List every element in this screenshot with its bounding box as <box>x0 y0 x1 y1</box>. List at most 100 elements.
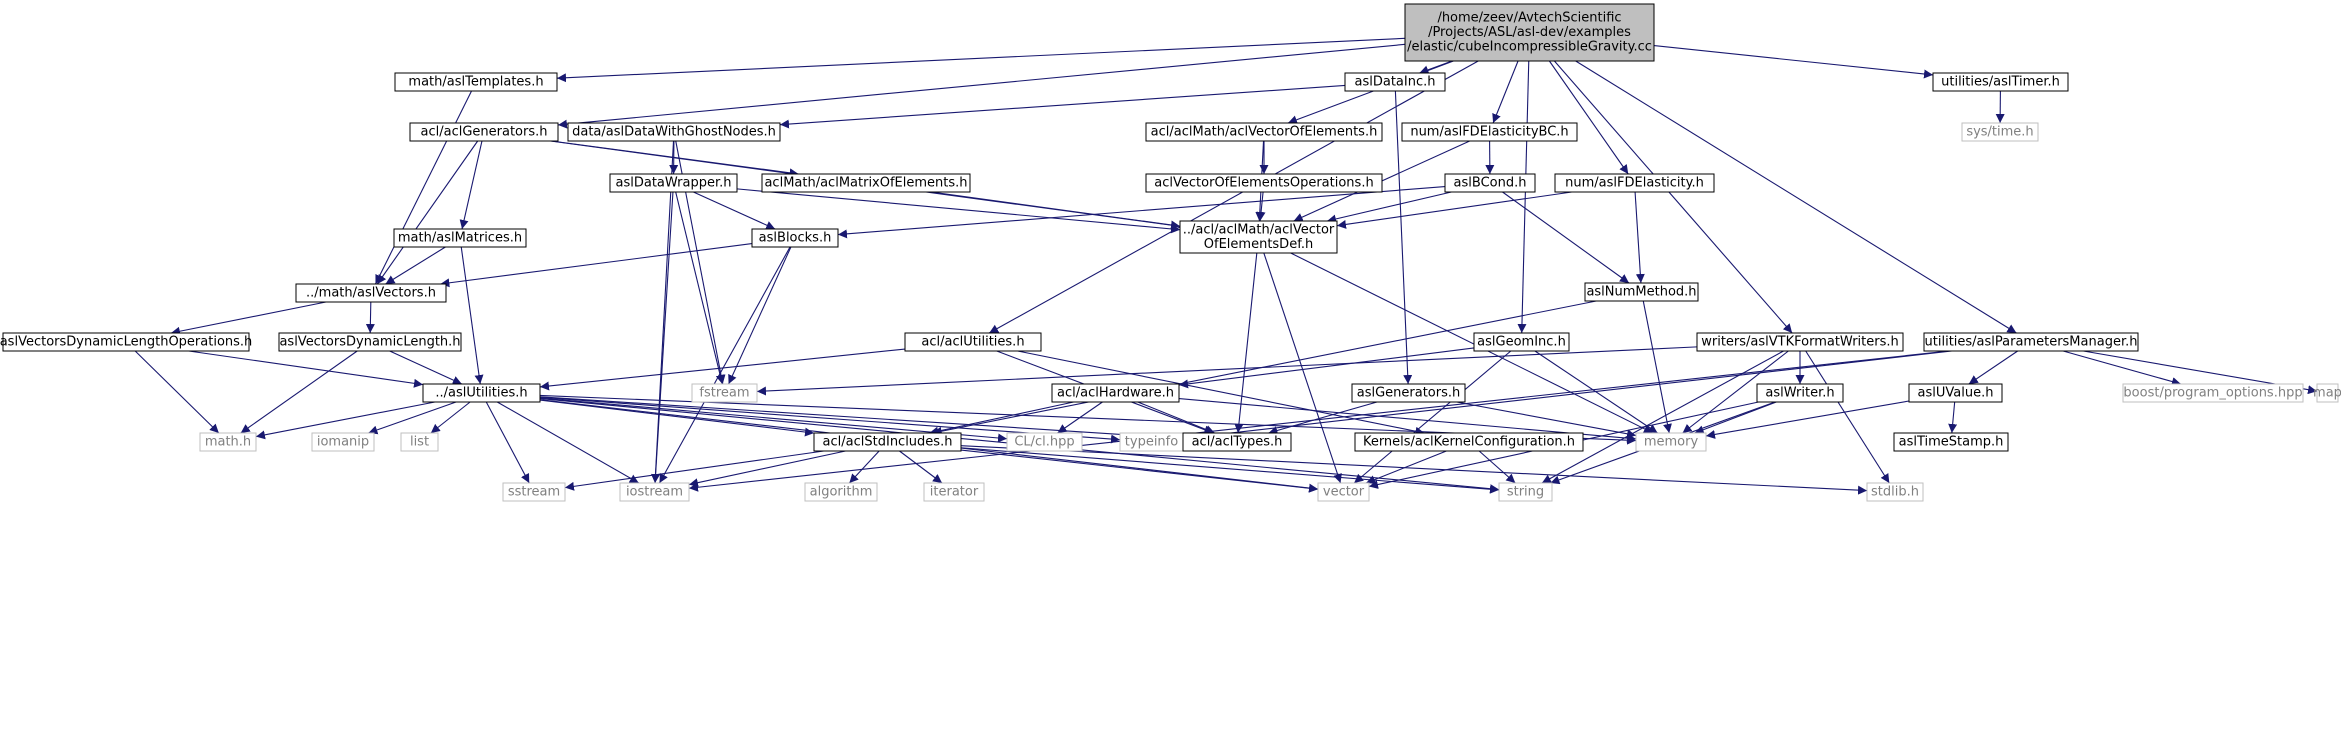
node-label: aslDataWrapper.h <box>616 176 732 191</box>
node-box <box>751 228 839 248</box>
node-box <box>1182 432 1292 452</box>
node-box <box>393 228 527 248</box>
node-aslfdelasticity[interactable]: num/aslFDElasticity.h <box>1554 173 1715 193</box>
edge-aclutilities-to-aclkernelconfig <box>1017 350 1425 436</box>
node-aslparamsmanager[interactable]: utilities/aslParametersManager.h <box>1923 332 2139 352</box>
node-aslvtkwriters[interactable]: writers/aslVTKFormatWriters.h <box>1696 332 1904 352</box>
node-aslfdelasticitybc[interactable]: num/aslFDElasticityBC.h <box>1401 122 1578 142</box>
node-aclvectorofelements[interactable]: acl/aclMath/aclVectorOfElements.h <box>1145 122 1383 142</box>
edge-aslutilities-to-acltypes <box>539 396 1184 443</box>
node-label: acl/aclUtilities.h <box>921 335 1024 350</box>
node-aclhardware[interactable]: acl/aclHardware.h <box>1051 383 1180 403</box>
node-asltimestamp[interactable]: aslTimeStamp.h <box>1893 432 2009 452</box>
node-fstream: fstream <box>691 383 758 403</box>
node-label: utilities/aslParametersManager.h <box>1925 335 2138 350</box>
node-box <box>1145 173 1383 193</box>
edge-root-to-aclutilities <box>988 60 1479 334</box>
edge-aclhardware-to-acltypes <box>1137 401 1215 434</box>
node-aclvectorofelementsops[interactable]: aclVectorOfElementsOperations.h <box>1145 173 1383 193</box>
node-box <box>1696 332 1904 352</box>
node-aslbcond[interactable]: aslBCond.h <box>1444 173 1536 193</box>
node-asltemplates[interactable]: math/aslTemplates.h <box>394 72 558 92</box>
node-label: /elastic/cubeIncompressibleGravity.cc <box>1407 40 1652 55</box>
edge-aslmatrices-to-aslutilities <box>460 246 484 385</box>
edge-aslwriter-to-memory <box>1694 401 1777 435</box>
node-box <box>1404 3 1655 62</box>
node-label: aclMath/aclMatrixOfElements.h <box>764 176 967 191</box>
edge-aclhardware-to-memory <box>1178 398 1637 443</box>
node-aslvectors[interactable]: ../math/aslVectors.h <box>295 283 447 303</box>
node-label: stdlib.h <box>1871 485 1919 500</box>
node-label: iterator <box>930 485 979 500</box>
node-label: CL/cl.hpp <box>1014 435 1074 450</box>
edge-aclgenerators-to-aslvectors <box>376 140 479 285</box>
node-mathh: math.h <box>199 432 257 452</box>
node-label: iostream <box>626 485 683 500</box>
node-aslvdl[interactable]: aslVectorsDynamicLength.h <box>278 332 462 352</box>
node-box <box>394 72 558 92</box>
node-aslmatrices[interactable]: math/aslMatrices.h <box>393 228 527 248</box>
edge-aslparamsmanager-to-asluvalue <box>1968 350 2018 385</box>
node-label: writers/aslVTKFormatWriters.h <box>1701 335 1899 350</box>
node-label: num/aslFDElasticityBC.h <box>1410 125 1568 140</box>
edge-aslvdlops-to-aslutilities <box>188 350 424 388</box>
edge-aslgeominc-to-aclhardware <box>1178 347 1475 389</box>
edge-aslutilities-to-sstream <box>485 401 530 484</box>
edge-root-to-aclvectorofelements <box>1287 60 1454 125</box>
node-box <box>278 332 462 352</box>
node-box <box>1145 122 1383 142</box>
node-aslwriter[interactable]: aslWriter.h <box>1756 383 1844 403</box>
edge-aslparamsmanager-to-typeinfo <box>1182 350 1952 442</box>
node-box <box>813 432 962 452</box>
node-acltypes[interactable]: acl/aclTypes.h <box>1182 432 1292 452</box>
edge-aslbcond-to-aslblocks <box>837 186 1446 239</box>
edge-aclhardware-to-clhpp <box>1057 401 1103 434</box>
edge-aclvectordef-to-acltypes <box>1234 252 1258 434</box>
node-string: string <box>1498 482 1553 502</box>
node-asluvalue[interactable]: aslUValue.h <box>1908 383 2003 403</box>
node-label: aslVectorsDynamicLength.h <box>279 335 460 350</box>
node-box <box>1554 173 1715 193</box>
node-label: list <box>410 435 429 450</box>
node-label: memory <box>1644 435 1699 450</box>
node-box <box>1317 482 1370 502</box>
node-aslutilities[interactable]: ../aslUtilities.h <box>422 383 541 403</box>
node-aslvdlops[interactable]: aslVectorsDynamicLengthOperations.h <box>0 332 252 352</box>
node-label: acl/aclMath/aclVectorOfElements.h <box>1151 125 1378 140</box>
node-label: typeinfo <box>1125 435 1178 450</box>
node-label: ../math/aslVectors.h <box>306 286 436 301</box>
node-typeinfo: typeinfo <box>1119 432 1184 452</box>
node-label: utilities/aslTimer.h <box>1941 75 2060 90</box>
node-box <box>2122 383 2304 403</box>
edge-aslmatrices-to-aslvectors <box>385 246 446 285</box>
node-box <box>400 432 439 452</box>
node-asldatawithghost[interactable]: data/aslDataWithGhostNodes.h <box>567 122 781 142</box>
node-label: aslWriter.h <box>1765 386 1834 401</box>
node-aclkernelconfig[interactable]: Kernels/aclKernelConfiguration.h <box>1354 432 1584 452</box>
edge-aslutilities-to-iostream <box>496 401 640 484</box>
node-label: boost/program_options.hpp <box>2123 386 2302 401</box>
node-boostpo: boost/program_options.hpp <box>2122 383 2304 403</box>
node-aslnummethod[interactable]: aslNumMethod.h <box>1584 282 1699 302</box>
node-label: iomanip <box>317 435 369 450</box>
node-aslblocks[interactable]: aslBlocks.h <box>751 228 839 248</box>
node-asltimer[interactable]: utilities/aslTimer.h <box>1932 72 2069 92</box>
node-aclutilities[interactable]: acl/aclUtilities.h <box>904 332 1042 352</box>
edge-aslblocks-to-fstream <box>728 246 792 385</box>
edge-aclstdincludes-to-algorithm <box>848 450 880 484</box>
node-stdlibh: stdlib.h <box>1866 482 1924 502</box>
node-aslgenerators[interactable]: aslGenerators.h <box>1351 383 1466 403</box>
node-aclgenerators[interactable]: acl/aclGenerators.h <box>409 122 559 142</box>
node-box <box>1893 432 2009 452</box>
edge-aslutilities-to-clhpp <box>539 397 1008 443</box>
node-aclmatrixofelements[interactable]: aclMath/aclMatrixOfElements.h <box>761 173 971 193</box>
node-box <box>1584 282 1699 302</box>
node-aslgeominc[interactable]: aslGeomInc.h <box>1473 332 1570 352</box>
node-aclstdincludes[interactable]: acl/aclStdIncludes.h <box>813 432 962 452</box>
node-asldatawrapper[interactable]: aslDataWrapper.h <box>609 173 738 193</box>
edge-aclmatrixofelements-to-aclvectordef <box>931 191 1181 230</box>
node-box <box>1961 122 2039 142</box>
node-asldatainc[interactable]: aslDataInc.h <box>1344 72 1446 92</box>
